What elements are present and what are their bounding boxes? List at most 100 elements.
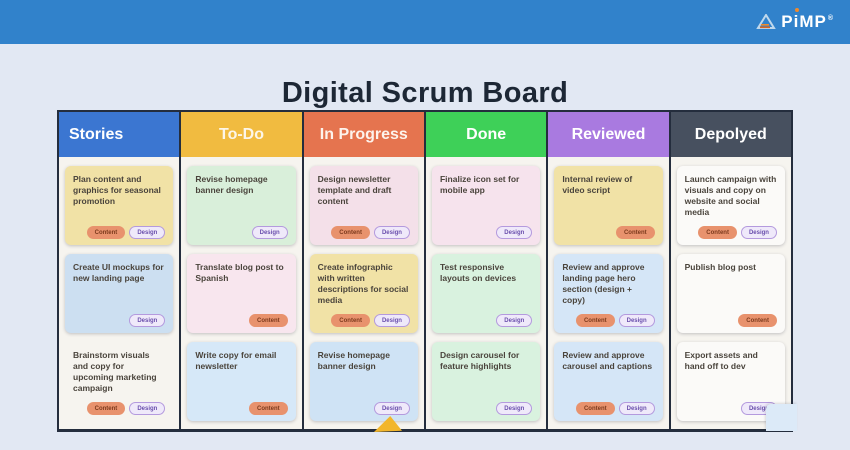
card-text: Test responsive layouts on devices — [439, 262, 517, 284]
card-tags: Design — [195, 222, 288, 239]
tag-design: Design — [373, 226, 410, 239]
tag-content: Content — [86, 226, 126, 239]
tag-content: Content — [575, 402, 615, 415]
column-body-stories: Plan content and graphics for seasonal p… — [59, 157, 179, 429]
sticky-note-card[interactable]: Plan content and graphics for seasonal p… — [65, 166, 174, 245]
card-text: Publish blog post — [684, 262, 756, 272]
logo-text: PiMP® — [781, 8, 834, 32]
tag-content: Content — [331, 314, 370, 327]
card-text: Create UI mockups for new landing page — [73, 262, 164, 284]
logo-registered-mark: ® — [827, 15, 834, 23]
column-header-depolyed: Depolyed — [670, 112, 791, 157]
card-text: Review and approve landing page hero sec… — [562, 262, 645, 306]
sticky-note-card[interactable]: Design newsletter template and draft con… — [309, 166, 418, 245]
card-text: Internal review of video script — [562, 174, 633, 196]
tag-content: Content — [738, 314, 777, 327]
card-text: Review and approve carousel and captions — [562, 350, 653, 372]
page-title: Digital Scrum Board — [281, 77, 569, 110]
column-header-stories: Stories — [59, 112, 180, 157]
column-header-reviewed: Reviewed — [548, 112, 669, 157]
sticky-note-card[interactable]: Create infographic with written descript… — [309, 254, 418, 333]
top-bar: PiMP® — [0, 0, 850, 44]
sticky-note-card[interactable]: Launch campaign with visuals and copy on… — [676, 166, 785, 245]
partial-sticky-note[interactable] — [766, 404, 797, 431]
card-tags: Design — [440, 398, 533, 415]
tag-design: Design — [496, 314, 533, 327]
tag-design: Design — [251, 226, 288, 239]
card-tags: Design — [73, 310, 166, 327]
card-text: Translate blog post to Spanish — [195, 262, 284, 284]
card-tags: Content — [685, 310, 777, 327]
logo-dot — [795, 8, 800, 12]
sticky-note-card[interactable]: Brainstorm visuals and copy for upcoming… — [65, 342, 173, 421]
tag-design: Design — [618, 314, 655, 327]
column-header-in-progress: In Progress — [303, 112, 424, 157]
card-text: Brainstorm visuals and copy for upcoming… — [73, 350, 157, 394]
card-text: Design newsletter template and draft con… — [317, 174, 392, 207]
card-tags: Content — [562, 222, 655, 239]
tag-design: Design — [496, 226, 533, 239]
card-tags: Design — [318, 398, 410, 415]
card-text: Plan content and graphics for seasonal p… — [73, 174, 161, 207]
tag-design: Design — [129, 314, 166, 327]
logo-triangle-icon — [756, 14, 777, 29]
tag-content: Content — [698, 226, 737, 239]
card-text: Launch campaign with visuals and copy on… — [684, 174, 777, 218]
tag-content: Content — [615, 226, 655, 239]
tag-content: Content — [331, 226, 370, 239]
column-header-to-do: To-Do — [181, 112, 302, 157]
tag-content: Content — [248, 314, 288, 327]
tag-design: Design — [129, 402, 166, 415]
card-text: Export assets and hand off to dev — [684, 350, 758, 372]
tag-content: Content — [248, 402, 288, 415]
card-text: Revise homepage banner design — [195, 174, 268, 196]
tag-design: Design — [373, 314, 410, 327]
card-tags: Design — [440, 310, 533, 327]
card-tags: Content — [195, 310, 288, 327]
column-header-done: Done — [425, 112, 547, 157]
sticky-note-card[interactable]: Review and approve carousel and captions… — [554, 342, 663, 421]
card-text: Create infographic with written descript… — [317, 262, 409, 306]
tag-design: Design — [496, 402, 533, 415]
card-text: Write copy for email newsletter — [195, 350, 277, 372]
sticky-note-card[interactable]: Review and approve landing page hero sec… — [554, 254, 663, 333]
tag-design: Design — [129, 226, 166, 239]
column-body-depolyed: Launch campaign with visuals and copy on… — [671, 157, 791, 429]
card-tags: Content — [195, 398, 288, 415]
card-text: Design carousel for feature highlights — [439, 350, 520, 372]
brand-logo: PiMP® — [756, 8, 834, 32]
tag-design: Design — [618, 402, 655, 415]
card-tags: Design — [685, 398, 777, 415]
tag-design: Design — [373, 402, 410, 415]
tag-design: Design — [740, 226, 777, 239]
card-tags: Design — [440, 222, 533, 239]
card-text: Finalize icon set for mobile app — [439, 174, 520, 196]
tag-content: Content — [575, 314, 615, 327]
